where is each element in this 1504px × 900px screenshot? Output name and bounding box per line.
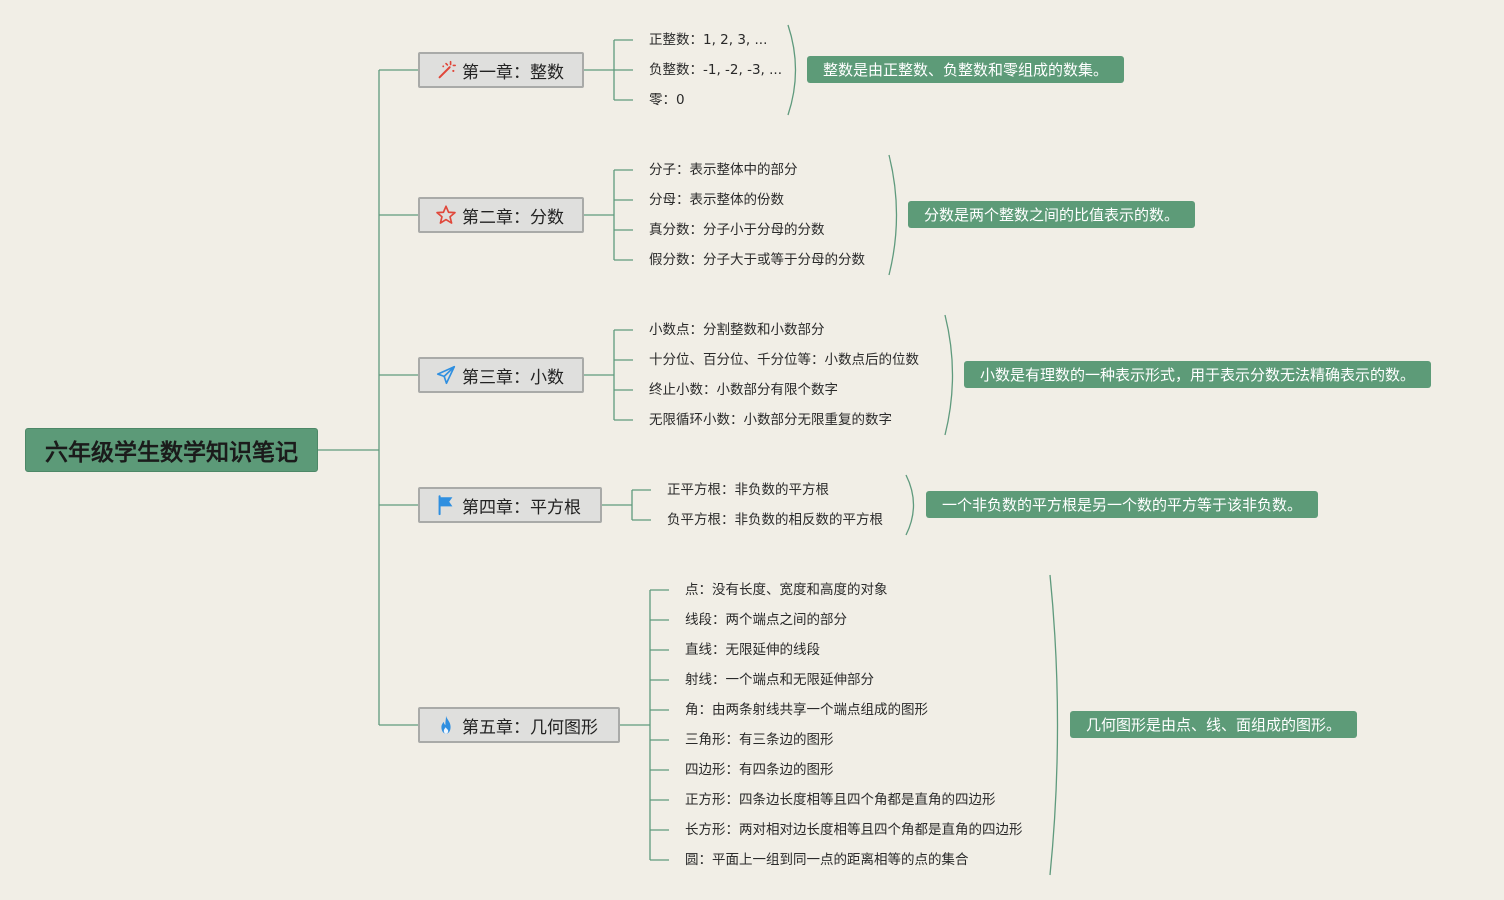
paper-plane-icon xyxy=(434,363,458,387)
chapter-5-node[interactable]: 第五章：几何图形 xyxy=(418,707,620,743)
chapter-4-title: 第四章：平方根 xyxy=(462,497,581,518)
list-item[interactable]: 正方形：四条边长度相等且四个角都是直角的四边形 xyxy=(685,792,996,808)
chapter-3-title: 第三章：小数 xyxy=(462,367,564,388)
list-item[interactable]: 角：由两条射线共享一个端点组成的图形 xyxy=(685,702,928,718)
list-item[interactable]: 分母：表示整体的份数 xyxy=(649,192,784,208)
list-item[interactable]: 真分数：分子小于分母的分数 xyxy=(649,222,825,238)
root-topic[interactable]: 六年级学生数学知识笔记 xyxy=(25,428,318,472)
chapter-2-summary[interactable]: 分数是两个整数之间的比值表示的数。 xyxy=(908,201,1196,228)
list-item[interactable]: 无限循环小数：小数部分无限重复的数字 xyxy=(649,412,892,428)
list-item[interactable]: 射线：一个端点和无限延伸部分 xyxy=(685,672,874,688)
chapter-3-node[interactable]: 第三章：小数 xyxy=(418,357,584,393)
list-item[interactable]: 直线：无限延伸的线段 xyxy=(685,642,820,658)
list-item[interactable]: 三角形：有三条边的图形 xyxy=(685,732,834,748)
chapter-1-summary[interactable]: 整数是由正整数、负整数和零组成的数集。 xyxy=(807,56,1125,83)
list-item[interactable]: 四边形：有四条边的图形 xyxy=(685,762,834,778)
list-item[interactable]: 假分数：分子大于或等于分母的分数 xyxy=(649,252,865,268)
list-item[interactable]: 线段：两个端点之间的部分 xyxy=(685,612,847,628)
chapter-2-title: 第二章：分数 xyxy=(462,207,564,228)
list-item[interactable]: 终止小数：小数部分有限个数字 xyxy=(649,382,838,398)
list-item[interactable]: 负平方根：非负数的相反数的平方根 xyxy=(667,512,883,528)
chapter-5-title: 第五章：几何图形 xyxy=(462,717,598,738)
list-item[interactable]: 正平方根：非负数的平方根 xyxy=(667,482,829,498)
list-item[interactable]: 分子：表示整体中的部分 xyxy=(649,162,798,178)
list-item[interactable]: 零：0 xyxy=(649,92,685,108)
chapter-1-node[interactable]: 第一章：整数 xyxy=(418,52,584,88)
chapter-4-node[interactable]: 第四章：平方根 xyxy=(418,487,602,523)
star-icon xyxy=(434,203,458,227)
chapter-4-summary[interactable]: 一个非负数的平方根是另一个数的平方等于该非负数。 xyxy=(926,491,1319,518)
magic-wand-icon xyxy=(434,58,458,82)
chapter-1-title: 第一章：整数 xyxy=(462,62,564,83)
list-item[interactable]: 负整数：-1, -2, -3, ... xyxy=(649,62,783,78)
chapter-5-summary[interactable]: 几何图形是由点、线、面组成的图形。 xyxy=(1070,711,1358,738)
chapter-3-summary[interactable]: 小数是有理数的一种表示形式，用于表示分数无法精确表示的数。 xyxy=(964,361,1432,388)
flag-icon xyxy=(434,493,458,517)
list-item[interactable]: 小数点：分割整数和小数部分 xyxy=(649,322,825,338)
list-item[interactable]: 点：没有长度、宽度和高度的对象 xyxy=(685,582,888,598)
list-item[interactable]: 长方形：两对相对边长度相等且四个角都是直角的四边形 xyxy=(685,822,1023,838)
chapter-2-node[interactable]: 第二章：分数 xyxy=(418,197,584,233)
list-item[interactable]: 十分位、百分位、千分位等：小数点后的位数 xyxy=(649,352,919,368)
list-item[interactable]: 正整数：1, 2, 3, ... xyxy=(649,32,768,48)
root-title: 六年级学生数学知识笔记 xyxy=(45,440,298,466)
list-item[interactable]: 圆：平面上一组到同一点的距离相等的点的集合 xyxy=(685,852,969,868)
fire-icon xyxy=(434,713,458,737)
